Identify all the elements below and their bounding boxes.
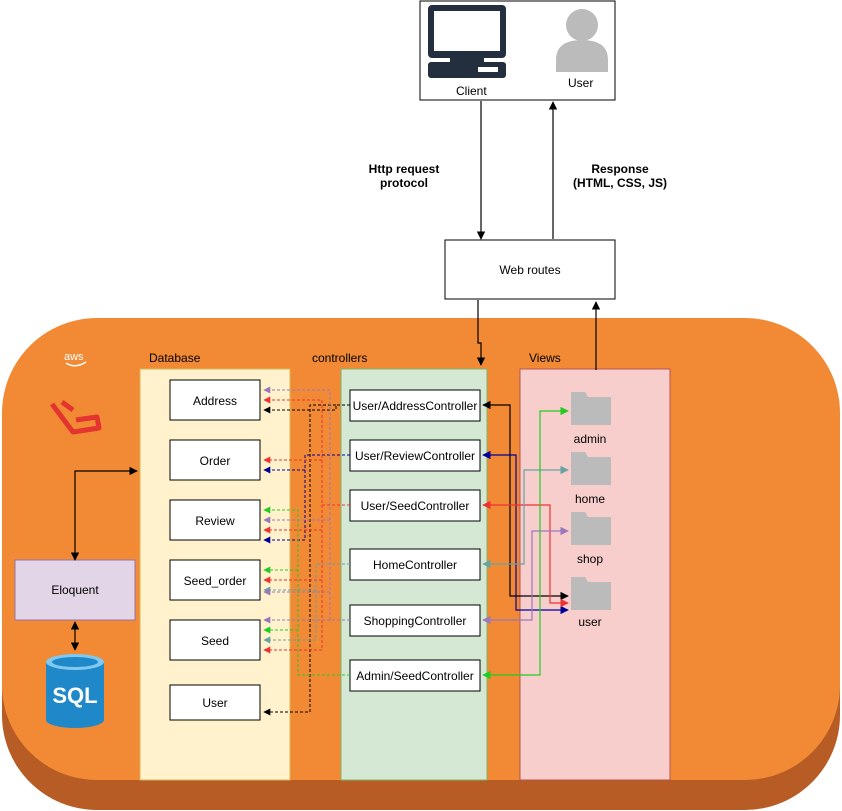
shopctrl-to-address-link xyxy=(263,386,350,621)
svg-text:Seed: Seed xyxy=(201,634,229,648)
seedctrl-to-address-link xyxy=(263,396,350,506)
client-label: Client xyxy=(456,84,487,98)
response-label-line1: Response xyxy=(591,162,649,176)
request-label-line1: Http request xyxy=(369,162,440,176)
eloquent-database-link xyxy=(70,466,138,561)
svg-text:Admin/SeedController: Admin/SeedController xyxy=(356,669,473,683)
adminctrl-admin-view-link xyxy=(482,406,569,680)
controller-user-review: User/ReviewController xyxy=(349,439,481,472)
addressctrl-to-address-link xyxy=(263,404,350,414)
view-user-label: user xyxy=(578,615,601,629)
db-table-user: User xyxy=(169,684,261,721)
view-shop-label: shop xyxy=(577,552,603,566)
controller-shopping: ShoppingController xyxy=(349,604,481,637)
controller-admin-seed: Admin/SeedController xyxy=(349,659,481,692)
aws-logo-icon: aws xyxy=(64,351,87,367)
views-title: Views xyxy=(529,351,561,365)
database-title: Database xyxy=(149,351,201,365)
addressctrl-to-user-link xyxy=(263,404,336,716)
svg-text:User/SeedController: User/SeedController xyxy=(361,499,470,513)
web-routes-box xyxy=(444,239,616,300)
db-table-review: Review xyxy=(169,499,261,541)
response-label-line2: (HTML, CSS, JS) xyxy=(573,176,667,190)
svg-text:HomeController: HomeController xyxy=(373,558,457,572)
seedctrl-to-seed-link xyxy=(263,505,323,654)
user-label: User xyxy=(568,76,593,90)
db-table-seed: Seed xyxy=(169,619,261,661)
svg-text:Seed_order: Seed_order xyxy=(184,574,247,588)
svg-text:ShoppingController: ShoppingController xyxy=(364,614,467,628)
laravel-logo-icon xyxy=(50,399,102,435)
svg-text:Review: Review xyxy=(195,514,235,528)
svg-text:aws: aws xyxy=(64,351,84,363)
sql-database-icon: SQL xyxy=(46,654,104,728)
controller-user-seed: User/SeedController xyxy=(349,489,481,522)
homectrl-to-seed-order-link xyxy=(263,563,350,594)
routes-to-controllers-arrow xyxy=(476,300,486,366)
controllers-title: controllers xyxy=(312,351,367,365)
svg-text:User/ReviewController: User/ReviewController xyxy=(355,449,475,463)
controller-user-address: User/AddressController xyxy=(349,389,481,422)
svg-text:User/AddressController: User/AddressController xyxy=(353,399,478,413)
svg-text:SQL: SQL xyxy=(52,683,97,708)
folder-home-icon xyxy=(571,452,611,485)
svg-text:Address: Address xyxy=(193,394,237,408)
reviewctrl-to-review-link xyxy=(263,454,350,544)
db-table-address: Address xyxy=(169,379,261,421)
folder-user-icon xyxy=(571,577,611,610)
homectrl-to-seed-link xyxy=(263,590,317,644)
svg-text:Order: Order xyxy=(200,454,231,468)
folder-admin-icon xyxy=(571,392,611,425)
eloquent-label: Eloquent xyxy=(51,583,99,597)
controller-home: HomeController xyxy=(349,548,481,581)
adminctrl-to-review-link xyxy=(263,506,350,676)
db-table-order: Order xyxy=(169,439,261,481)
folder-shop-icon xyxy=(571,512,611,545)
view-home-label: home xyxy=(575,492,605,506)
request-label-line2: protocol xyxy=(380,176,428,190)
view-admin-label: admin xyxy=(574,432,607,446)
user-icon xyxy=(556,9,608,72)
web-routes-label: Web routes xyxy=(499,263,560,277)
svg-text:User: User xyxy=(202,696,227,710)
monitor-icon xyxy=(428,5,506,78)
db-table-seed-order: Seed_order xyxy=(169,559,261,601)
views-panel xyxy=(519,368,671,781)
eloquent-box xyxy=(14,559,136,621)
